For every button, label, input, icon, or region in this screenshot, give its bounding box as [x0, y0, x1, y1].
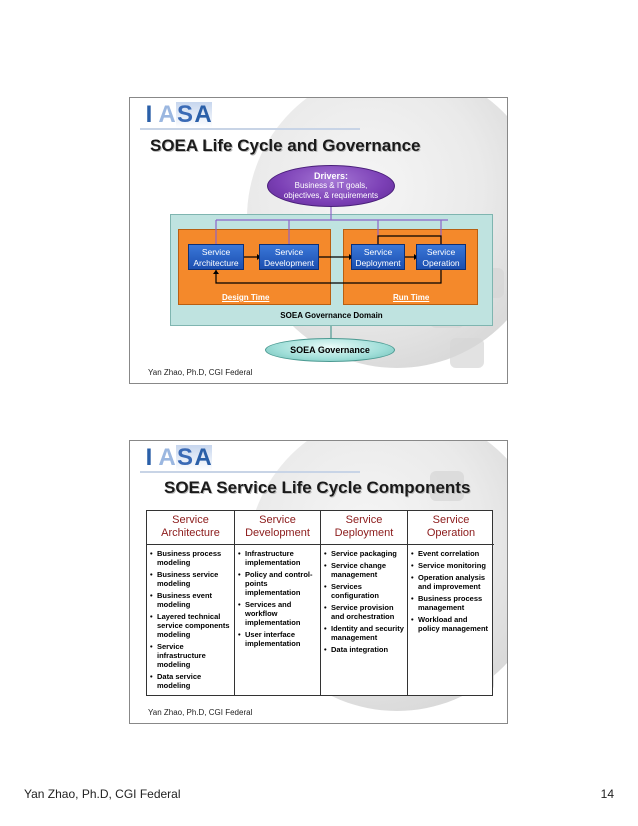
service-deployment-box: Service Deployment	[351, 244, 405, 270]
service-label: Service	[363, 247, 393, 257]
logo-letter: A	[158, 444, 176, 471]
components-table: Service Architecture Service Development…	[146, 510, 494, 696]
list-item: Service provision and orchestration	[324, 603, 404, 621]
service-development-box: Service Development	[259, 244, 319, 270]
column-header-line: Architecture	[161, 527, 220, 539]
column-header: Service Operation	[407, 511, 494, 545]
service-label: Deployment	[355, 258, 401, 268]
column-header: Service Architecture	[147, 511, 234, 545]
column-header-line: Service	[172, 514, 209, 526]
logo-letter: A	[194, 444, 212, 471]
slide-credit: Yan Zhao, Ph.D, CGI Federal	[148, 368, 253, 377]
logo-letter: S	[176, 444, 194, 471]
list-item: Services and workflow implementation	[238, 600, 317, 627]
list-item: Workload and policy management	[411, 615, 491, 633]
logo-underline	[140, 471, 360, 473]
list-item: Service change management	[324, 561, 404, 579]
list-item: Policy and control-points implementation	[238, 570, 317, 597]
list-item: Service packaging	[324, 549, 404, 558]
column-header-line: Operation	[426, 527, 476, 539]
column-header-line: Service	[259, 514, 296, 526]
soea-governance-bubble: SOEA Governance	[265, 338, 395, 362]
column-header-line: Development	[245, 527, 310, 539]
service-label: Service	[274, 247, 304, 257]
logo-letter: S	[176, 101, 194, 128]
page-number: 14	[600, 787, 614, 801]
list-item: Data service modeling	[150, 672, 231, 690]
service-label: Operation	[422, 258, 460, 268]
slide-service-life-cycle-components: I A S A SOEA Service Life Cycle Componen…	[129, 440, 508, 724]
list-item: Identity and security management	[324, 624, 404, 642]
list-item: Layered technical service components mod…	[150, 612, 231, 639]
drivers-bubble: Drivers: Business & IT goals, objectives…	[267, 165, 395, 207]
design-time-label: Design Time	[222, 293, 270, 302]
logo-letter: I	[145, 444, 153, 471]
puzzle-piece-decoration	[450, 338, 484, 368]
service-label: Service	[201, 247, 231, 257]
column-header: Service Deployment	[320, 511, 407, 545]
column-header: Service Development	[234, 511, 320, 545]
logo-letter: A	[194, 101, 212, 128]
puzzle-piece-decoration	[430, 471, 464, 501]
slide-title: SOEA Service Life Cycle Components	[164, 478, 471, 497]
list-item: Infrastructure implementation	[238, 549, 317, 567]
drivers-text: objectives, & requirements	[283, 191, 379, 200]
drivers-title: Drivers:	[313, 171, 349, 181]
logo-letter: A	[158, 101, 176, 128]
column-cell-development: Infrastructure implementation Policy and…	[234, 545, 320, 695]
drivers-text: Business & IT goals,	[294, 181, 368, 190]
column-header-line: Deployment	[334, 527, 394, 539]
list-item: Operation analysis and improvement	[411, 573, 491, 591]
list-item: Business event modeling	[150, 591, 231, 609]
column-header-line: Service	[345, 514, 383, 526]
list-item: Service monitoring	[411, 561, 491, 570]
slide-credit: Yan Zhao, Ph.D, CGI Federal	[148, 708, 253, 717]
column-cell-architecture: Business process modeling Business servi…	[147, 545, 234, 695]
list-item: Event correlation	[411, 549, 491, 558]
logo-letter: I	[145, 101, 153, 128]
service-label: Architecture	[193, 258, 239, 268]
column-cell-operation: Event correlation Service monitoring Ope…	[407, 545, 494, 695]
logo-underline	[140, 128, 360, 130]
governance-domain-label: SOEA Governance Domain	[280, 311, 383, 320]
service-label: Service	[426, 247, 456, 257]
list-item: Business process modeling	[150, 549, 231, 567]
iasa-logo: I A S A	[140, 445, 212, 471]
slide-title: SOEA Life Cycle and Governance	[150, 136, 421, 155]
list-item: Business service modeling	[150, 570, 231, 588]
list-item: User interface implementation	[238, 630, 317, 648]
page-footer: Yan Zhao, Ph.D, CGI Federal	[24, 787, 181, 801]
list-item: Business process management	[411, 594, 491, 612]
service-operation-box: Service Operation	[416, 244, 466, 270]
list-item: Data integration	[324, 645, 404, 654]
run-time-label: Run Time	[393, 293, 430, 302]
list-item: Service infrastructure modeling	[150, 642, 231, 669]
slide-life-cycle-governance: I A S A SOEA Life Cycle and Governance	[129, 97, 508, 384]
service-label: Development	[263, 258, 315, 268]
column-cell-deployment: Service packaging Service change managem…	[320, 545, 407, 695]
list-item: Services configuration	[324, 582, 404, 600]
column-header-line: Service	[432, 514, 470, 526]
service-architecture-box: Service Architecture	[188, 244, 244, 270]
iasa-logo: I A S A	[140, 102, 212, 128]
